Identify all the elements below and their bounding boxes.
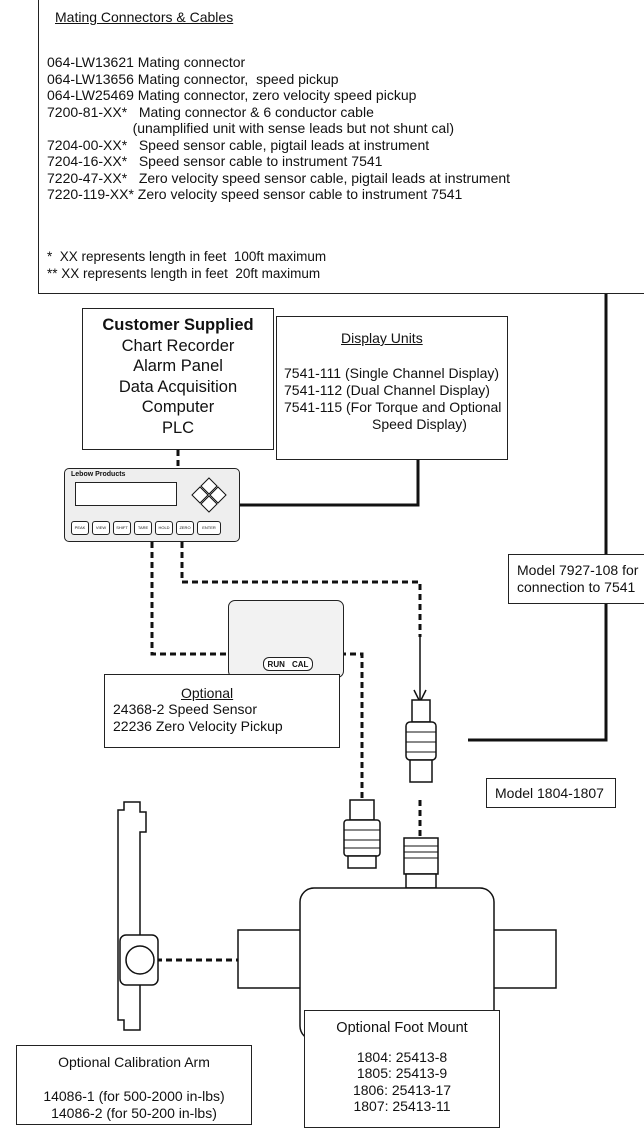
mating-line: 7204-00-XX* Speed sensor cable, pigtail …	[47, 136, 430, 153]
instrument-screen	[75, 482, 177, 506]
calibration-arm-icon	[117, 801, 159, 1031]
peak-button[interactable]: PEAK	[71, 521, 89, 535]
calibration-arm-box: Optional Calibration Arm 14086-1 (for 50…	[16, 1045, 252, 1125]
mating-line: 7220-119-XX* Zero velocity speed sensor …	[47, 186, 463, 202]
connector-7927-icon	[405, 699, 437, 783]
enter-button[interactable]: ENTER	[197, 521, 221, 535]
mating-note: * XX represents length in feet 100ft max…	[47, 249, 327, 264]
calibration-arm-line: 14086-2 (for 50-200 in-lbs)	[51, 1105, 217, 1121]
instrument-brand: Lebow Products	[71, 471, 126, 478]
mating-line: 064-LW25469 Mating connector, zero veloc…	[47, 87, 417, 103]
mating-line: 7204-16-XX* Speed sensor cable to instru…	[47, 153, 383, 169]
speed-sensor-connector-icon	[343, 799, 381, 869]
calibration-arm-title: Optional Calibration Arm	[58, 1054, 210, 1070]
hold-button[interactable]: HOLD	[155, 521, 173, 535]
model-7927-line: Model 7927-108 for	[517, 562, 639, 578]
foot-mount-line: 1805: 25413-9	[356, 1065, 448, 1081]
optional-speed-sensor-line: 22236 Zero Velocity Pickup	[113, 718, 283, 734]
customer-item: Data Acquisition	[118, 377, 238, 396]
foot-mount-line: 1807: 25413-11	[353, 1098, 451, 1114]
shaft-right	[491, 929, 557, 989]
model-1804-label: Model 1804-1807	[495, 785, 604, 801]
transducer-connector-icon	[403, 837, 439, 889]
mating-notes: * XX represents length in feet 100ft max…	[47, 249, 326, 282]
shaft-left	[237, 929, 303, 989]
display-units-title: Display Units	[341, 330, 423, 346]
calibration-arm-line: 14086-1 (for 500-2000 in-lbs)	[43, 1088, 225, 1104]
dashed-instrument-to-7927	[180, 542, 422, 637]
shift-button[interactable]: SHIFT	[113, 521, 131, 535]
customer-item: Computer	[141, 398, 215, 416]
customer-supplied-box: Customer Supplied Chart Recorder Alarm P…	[82, 308, 274, 450]
optional-speed-sensor-title: Optional	[181, 685, 234, 701]
mating-line: 7220-47-XX* Zero velocity speed sensor c…	[47, 169, 511, 186]
view-button[interactable]: VIEW	[92, 521, 110, 535]
instrument-nav-pad	[191, 477, 227, 513]
customer-supplied-title: Customer Supplied	[102, 316, 254, 334]
mating-line: 064-LW13621 Mating connector	[47, 54, 246, 70]
customer-item: Alarm Panel	[133, 357, 223, 375]
optional-speed-sensor-box: Optional 24368-2 Speed Sensor 22236 Zero…	[104, 674, 340, 748]
instrument-7541: Lebow Products PEAK VIEW SHIFT TARE HOLD…	[64, 468, 240, 542]
foot-mount-box: Optional Foot Mount 1804: 25413-8 1805: …	[304, 1010, 500, 1128]
run-cal-module: RUN CAL	[228, 600, 344, 678]
display-unit-line: 7541-115 (For Torque and Optional	[284, 399, 502, 415]
display-unit-line: 7541-111 (Single Channel Display)	[284, 365, 500, 381]
mating-connectors-title: Mating Connectors & Cables	[55, 9, 234, 25]
foot-mount-title: Optional Foot Mount	[336, 1020, 468, 1036]
mating-line: 7200-81-XX* Mating connector & 6 conduct…	[47, 103, 374, 120]
foot-mount-line: 1804: 25413-8	[356, 1048, 448, 1065]
mating-connectors-box: Mating Connectors & Cables 064-LW13621 M…	[38, 0, 644, 294]
cable-to-mating-box	[468, 292, 608, 742]
model-7927-box: Model 7927-108 for connection to 7541	[508, 554, 644, 604]
tare-button[interactable]: TARE	[134, 521, 152, 535]
display-unit-line: Speed Display)	[372, 416, 467, 432]
foot-mount-line: 1806: 25413-17	[352, 1081, 452, 1098]
dashed-instrument-to-speed-sensor	[150, 542, 364, 820]
customer-item: PLC	[161, 418, 195, 437]
optional-speed-sensor-line: 24368-2 Speed Sensor	[113, 701, 257, 717]
mating-connectors-list: 064-LW13621 Mating connector 064-LW13656…	[47, 54, 510, 203]
model-7927-line: connection to 7541	[517, 579, 636, 595]
cal-label: CAL	[291, 659, 309, 669]
zero-button[interactable]: ZERO	[176, 521, 194, 535]
display-units-box: Display Units 7541-111 (Single Channel D…	[276, 316, 508, 460]
mating-note: ** XX represents length in feet 20ft max…	[47, 265, 321, 281]
instrument-button-row: PEAK VIEW SHIFT TARE HOLD ZERO ENTER	[71, 521, 221, 535]
display-unit-line: 7541-112 (Dual Channel Display)	[284, 382, 490, 398]
mating-line: 064-LW13656 Mating connector, speed pick…	[47, 70, 339, 87]
model-1804-box: Model 1804-1807	[486, 778, 616, 808]
customer-item: Chart Recorder	[121, 336, 235, 355]
cable-display-to-instrument	[240, 460, 420, 507]
mating-line: (unamplified unit with sense leads but n…	[47, 120, 454, 136]
run-cal-label-bar: RUN CAL	[263, 657, 313, 671]
run-label: RUN	[267, 659, 285, 669]
